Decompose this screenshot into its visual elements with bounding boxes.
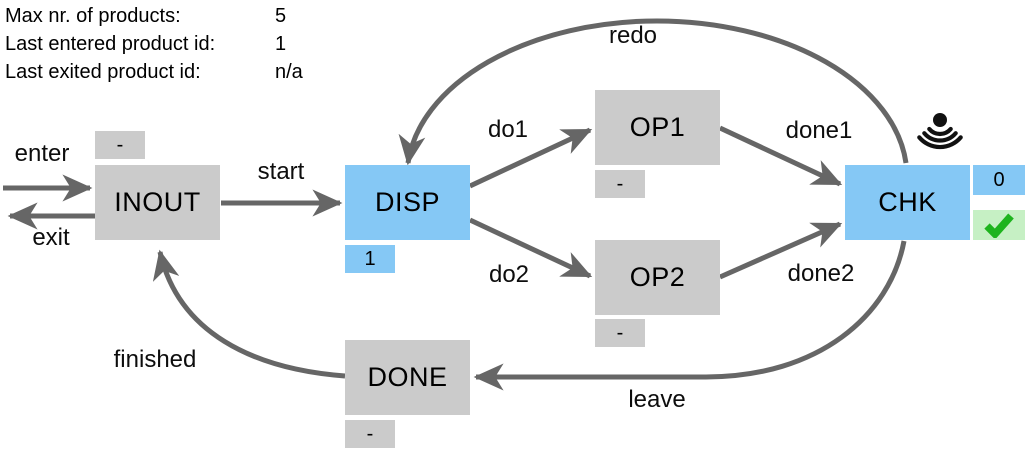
edge-label-redo: redo <box>608 22 658 49</box>
node-inout[interactable]: INOUT <box>95 165 220 240</box>
edge-do2 <box>468 217 593 279</box>
edge-label-do2: do2 <box>488 261 530 288</box>
info-row-last-exited: Last exited product id: n/a <box>5 58 303 86</box>
chk-status-badge <box>973 210 1025 240</box>
info-row-last-entered: Last entered product id: 1 <box>5 30 303 58</box>
edge-redo <box>398 18 909 166</box>
node-done[interactable]: DONE <box>345 340 470 415</box>
node-chk-label: CHK <box>878 187 937 217</box>
node-op2-label: OP2 <box>629 262 686 292</box>
edge-label-exit: exit <box>32 224 70 251</box>
edge-label-do1: do1 <box>487 116 529 143</box>
node-op1-label: OP1 <box>629 112 686 142</box>
info-label-last-entered: Last entered product id: <box>5 33 216 55</box>
edge-label-enter: enter <box>14 140 70 167</box>
info-label-max-products: Max nr. of products: <box>5 5 181 27</box>
info-value-max-products: 5 <box>275 5 287 27</box>
node-op1[interactable]: OP1 <box>595 90 720 165</box>
check-icon <box>984 213 1014 238</box>
info-panel: Max nr. of products: 5 Last entered produ… <box>5 2 303 86</box>
edge-label-finished: finished <box>113 346 197 373</box>
edge-done1 <box>718 125 843 187</box>
edge-done2 <box>718 221 843 280</box>
edge-finished <box>152 249 346 379</box>
node-disp[interactable]: DISP <box>345 165 470 240</box>
info-label-last-exited: Last exited product id: <box>5 61 201 83</box>
edge-label-start: start <box>257 158 305 185</box>
info-value-last-entered: 1 <box>275 33 287 55</box>
op1-counter-badge: - <box>595 170 645 198</box>
edge-leave <box>473 240 907 391</box>
disp-counter-badge: 1 <box>345 245 395 273</box>
edge-label-done2: done2 <box>787 260 855 287</box>
node-op2[interactable]: OP2 <box>595 240 720 315</box>
edge-label-done1: done1 <box>785 117 853 144</box>
edge-label-leave: leave <box>628 386 686 413</box>
signal-icon <box>917 113 963 150</box>
inout-counter-badge: - <box>95 131 145 159</box>
info-value-last-exited: n/a <box>275 61 303 83</box>
done-counter-badge: - <box>345 420 395 448</box>
chk-counter-badge: 0 <box>973 165 1025 195</box>
node-disp-label: DISP <box>374 187 441 217</box>
node-inout-label: INOUT <box>114 187 201 217</box>
node-done-label: DONE <box>367 362 448 392</box>
node-chk[interactable]: CHK <box>845 165 970 240</box>
info-row-max-products: Max nr. of products: 5 <box>5 2 303 30</box>
op2-counter-badge: - <box>595 319 645 347</box>
edge-do1 <box>468 127 593 189</box>
